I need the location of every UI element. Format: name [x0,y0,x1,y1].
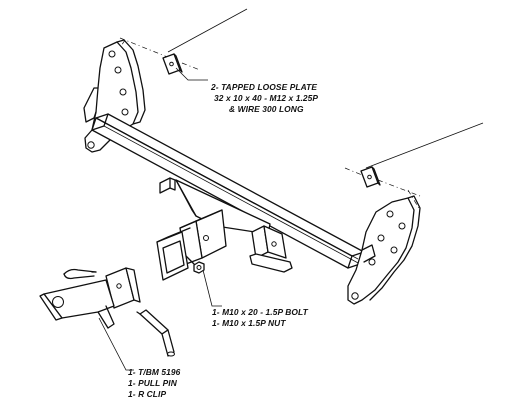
cross-tube [91,113,365,269]
callout-ballmount-line1: 1- T/BM 5196 [128,367,181,377]
callout-plate: 2- TAPPED LOOSE PLATE 32 x 10 x 40 - M12… [210,82,318,114]
r-clip [63,268,97,280]
pull-pin [136,309,175,357]
leader-ballmount [98,317,134,371]
callout-bolt-line2: 1- M10 x 1.5P NUT [212,318,286,328]
drawbar-support [175,179,271,235]
callout-ballmount-line2: 1- PULL PIN [128,378,178,388]
bolt-and-nut [185,255,205,274]
receiver [156,209,227,281]
center-tab-left [159,177,176,194]
leader-bolt [202,269,222,307]
center-hanger-right [249,225,293,273]
tapped-plate-left [162,53,183,75]
frame-rail-right [344,167,421,211]
callout-plate-line3: & WIRE 300 LONG [229,104,304,114]
callout-ballmount: 1- T/BM 5196 1- PULL PIN 1- R CLIP [128,367,181,399]
callout-bolt: 1- M10 x 20 - 1.5P BOLT 1- M10 x 1.5P NU… [212,307,309,328]
callout-plate-line2: 32 x 10 x 40 - M12 x 1.25P [214,93,318,103]
wire-left [167,8,248,53]
callout-ballmount-line3: 1- R CLIP [128,389,166,399]
callout-bolt-line1: 1- M10 x 20 - 1.5P BOLT [212,307,309,317]
tapped-plate-right [360,166,381,188]
wire-right [365,122,484,169]
leader-plate [175,67,208,81]
callout-plate-line1: 2- TAPPED LOOSE PLATE [210,82,317,92]
side-bracket-right [347,195,421,305]
ball-mount [39,267,141,329]
